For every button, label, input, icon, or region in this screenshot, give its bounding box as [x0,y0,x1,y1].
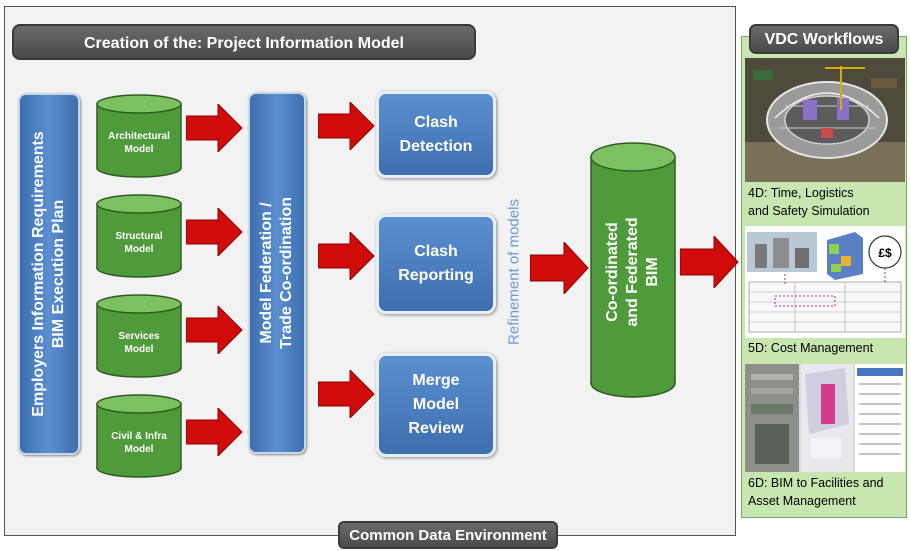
model-federation-box: Model Federation / Trade Co-ordination [248,92,306,454]
federation-line1: Model Federation / [258,202,275,344]
structural-model-label: Structural Model [96,230,182,256]
caption-line1: 4D: Time, Logistics [748,186,854,200]
arrow-federation-to-merge-review [318,370,375,418]
federated-bim-line3: BIM [644,257,661,287]
caption-line1: 6D: BIM to Facilities and [748,476,884,490]
cylinder-shape [96,294,182,378]
model-line1: Services [118,331,160,342]
process-line2: Reporting [398,267,474,284]
vdc-workflows-title: VDC Workflows [749,24,899,54]
federated-bim-line2: and Federated [624,217,641,327]
federation-line2: Trade Co-ordination [278,197,295,349]
process-line2: Detection [399,137,473,155]
currency-symbol: £$ [878,246,892,260]
model-line2: Model [124,244,154,255]
6d-caption: 6D: BIM to Facilities and Asset Manageme… [748,474,883,510]
process-line1: Merge [412,372,460,389]
requirements-line1: Employers Information Requirements [30,131,47,417]
services-model-label: Services Model [96,330,182,356]
model-line2: Model [124,144,154,155]
process-line1: Clash [414,243,458,260]
federated-bim-line1: Co-ordinated [604,222,621,322]
federated-bim-label: Co-ordinated and Federated BIM [603,217,663,326]
cylinder-shape [96,194,182,278]
caption-line2: Asset Management [748,494,856,508]
arrow-architectural-to-federation [186,104,243,152]
5d-caption: 5D: Cost Management [748,339,873,357]
clash-reporting-box: Clash Reporting [376,214,496,314]
model-line1: Architectural [108,131,170,142]
architectural-model-label: Architectural Model [96,130,182,156]
model-line2: Model [124,444,154,455]
process-line3: Review [408,420,464,437]
4d-simulation-image [745,58,905,182]
services-model-cylinder: Services Model [96,294,182,378]
model-federation-label: Model Federation / Trade Co-ordination [257,197,297,349]
arrow-services-to-federation [186,306,243,354]
merge-model-review-box: Merge Model Review [376,353,496,457]
cylinder-shape [96,394,182,478]
arrow-federation-to-clash-reporting [318,232,375,280]
federated-bim-cylinder [590,142,676,398]
clash-detection-box: Clash Detection [376,91,496,178]
4d-caption: 4D: Time, Logistics and Safety Simulatio… [748,184,870,220]
refinement-of-models-label: Refinement of models [505,199,523,345]
civil-infra-model-cylinder: Civil & Infra Model [96,394,182,478]
cylinder-shape [96,94,182,178]
structural-model-cylinder: Structural Model [96,194,182,278]
arrow-structural-to-federation [186,208,243,256]
arrow-to-vdc-workflows [680,236,739,288]
model-line2: Model [124,344,154,355]
requirements-label: Employers Information Requirements BIM E… [29,131,69,416]
caption-line1: 5D: Cost Management [748,341,874,355]
requirements-box: Employers Information Requirements BIM E… [18,93,80,455]
5d-cost-image: £$ [745,226,905,338]
model-line1: Civil & Infra [111,431,167,442]
process-line1: Clash [414,113,458,131]
arrow-civil-infra-to-federation [186,408,243,456]
6d-facilities-image [745,364,905,472]
caption-line2: and Safety Simulation [748,204,870,218]
arrow-federation-to-clash-detection [318,102,375,150]
requirements-line2: BIM Execution Plan [50,199,67,349]
common-data-environment-label: Common Data Environment [338,521,558,549]
civil-infra-model-label: Civil & Infra Model [96,430,182,456]
process-line2: Model [412,396,460,413]
arrow-to-federated-bim [530,242,589,294]
model-line1: Structural [115,231,163,242]
architectural-model-cylinder: Architectural Model [96,94,182,178]
diagram-title: Creation of the: Project Information Mod… [12,24,476,60]
